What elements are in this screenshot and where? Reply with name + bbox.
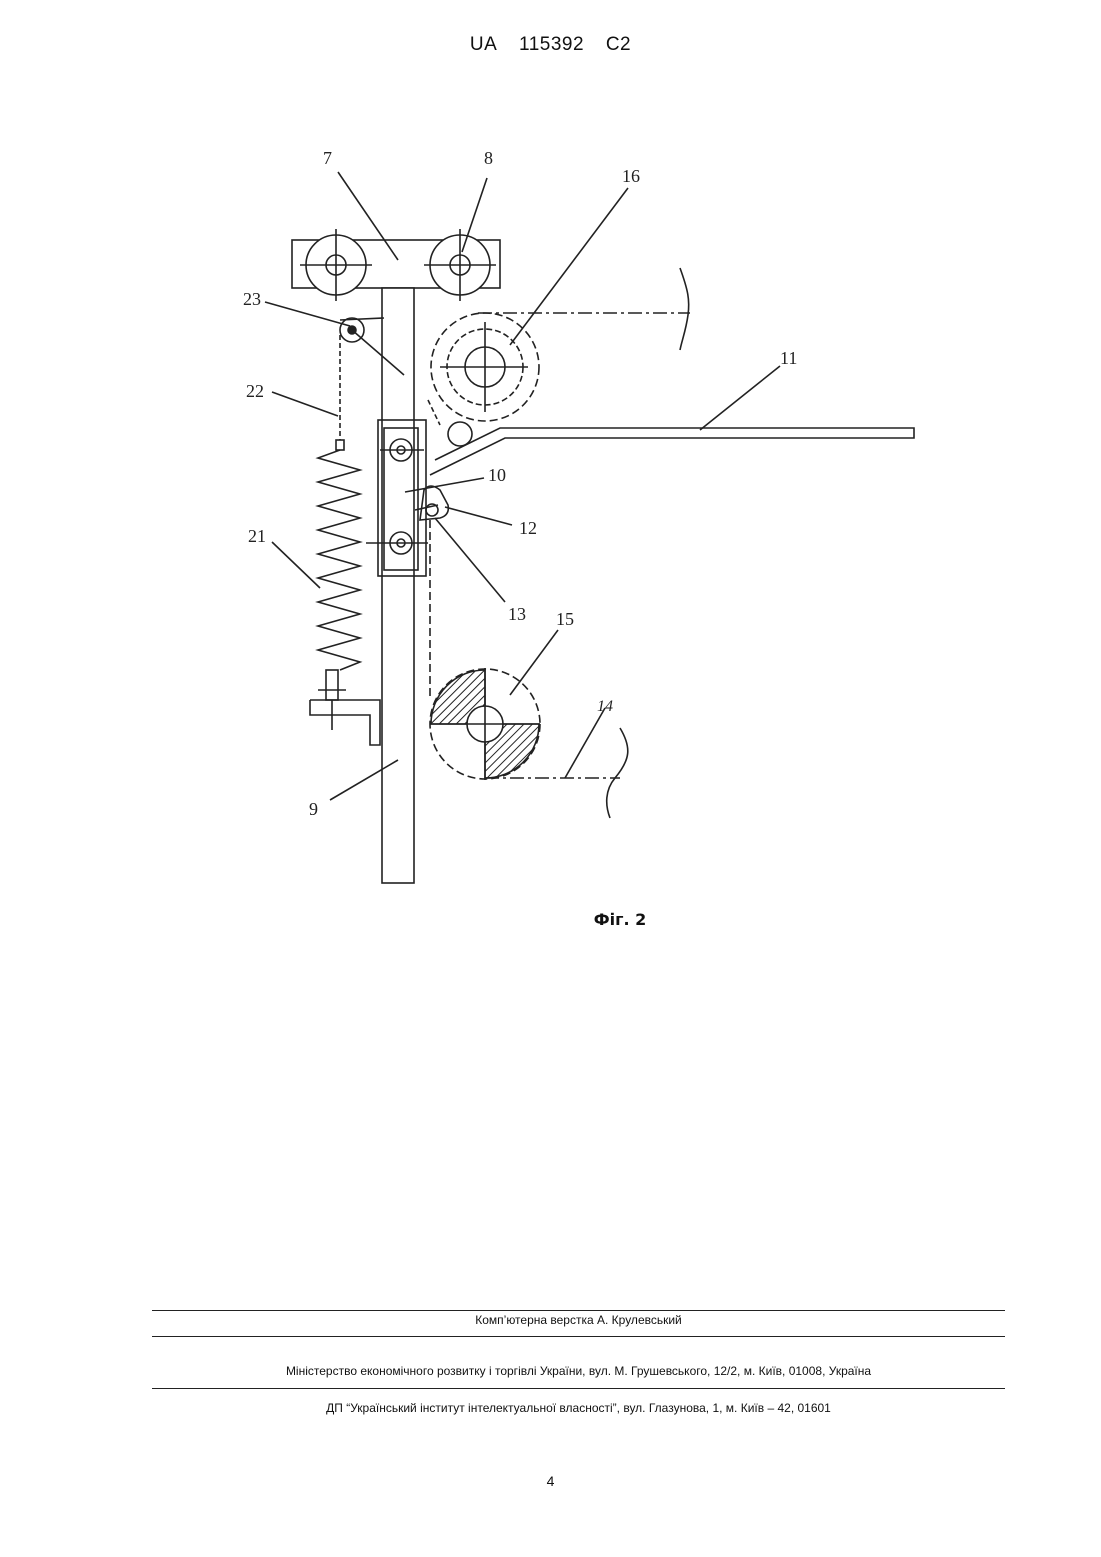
label-22: 22: [246, 381, 264, 401]
label-15: 15: [556, 609, 574, 629]
technical-drawing: 7 8 16 23 11 22 10 12 21 13 15 14 9: [0, 0, 1101, 960]
footer-rule-2: [152, 1336, 1005, 1337]
wheel-15: [430, 668, 540, 780]
footer-layout-credit: Комп’ютерна верстка А. Крулевський: [152, 1313, 1005, 1327]
footer-ministry: Міністерство економічного розвитку і тор…: [152, 1364, 1005, 1378]
label-7: 7: [323, 148, 332, 168]
vertical-bar: [382, 288, 414, 883]
label-8: 8: [484, 148, 493, 168]
footer-institute: ДП “Український інститут інтелектуальної…: [152, 1401, 1005, 1415]
footer-rule-1: [152, 1310, 1005, 1311]
spring: [318, 450, 360, 670]
page-number: 4: [0, 1473, 1101, 1489]
figure-caption: Фіг. 2: [560, 910, 680, 929]
label-21: 21: [248, 526, 266, 546]
label-12: 12: [519, 518, 537, 538]
label-13: 13: [508, 604, 526, 624]
label-16: 16: [622, 166, 640, 186]
label-11: 11: [780, 348, 797, 368]
label-14: 14: [597, 698, 613, 715]
footer-rule-3: [152, 1388, 1005, 1389]
label-10: 10: [488, 465, 506, 485]
label-9: 9: [309, 799, 318, 819]
label-23: 23: [243, 289, 261, 309]
